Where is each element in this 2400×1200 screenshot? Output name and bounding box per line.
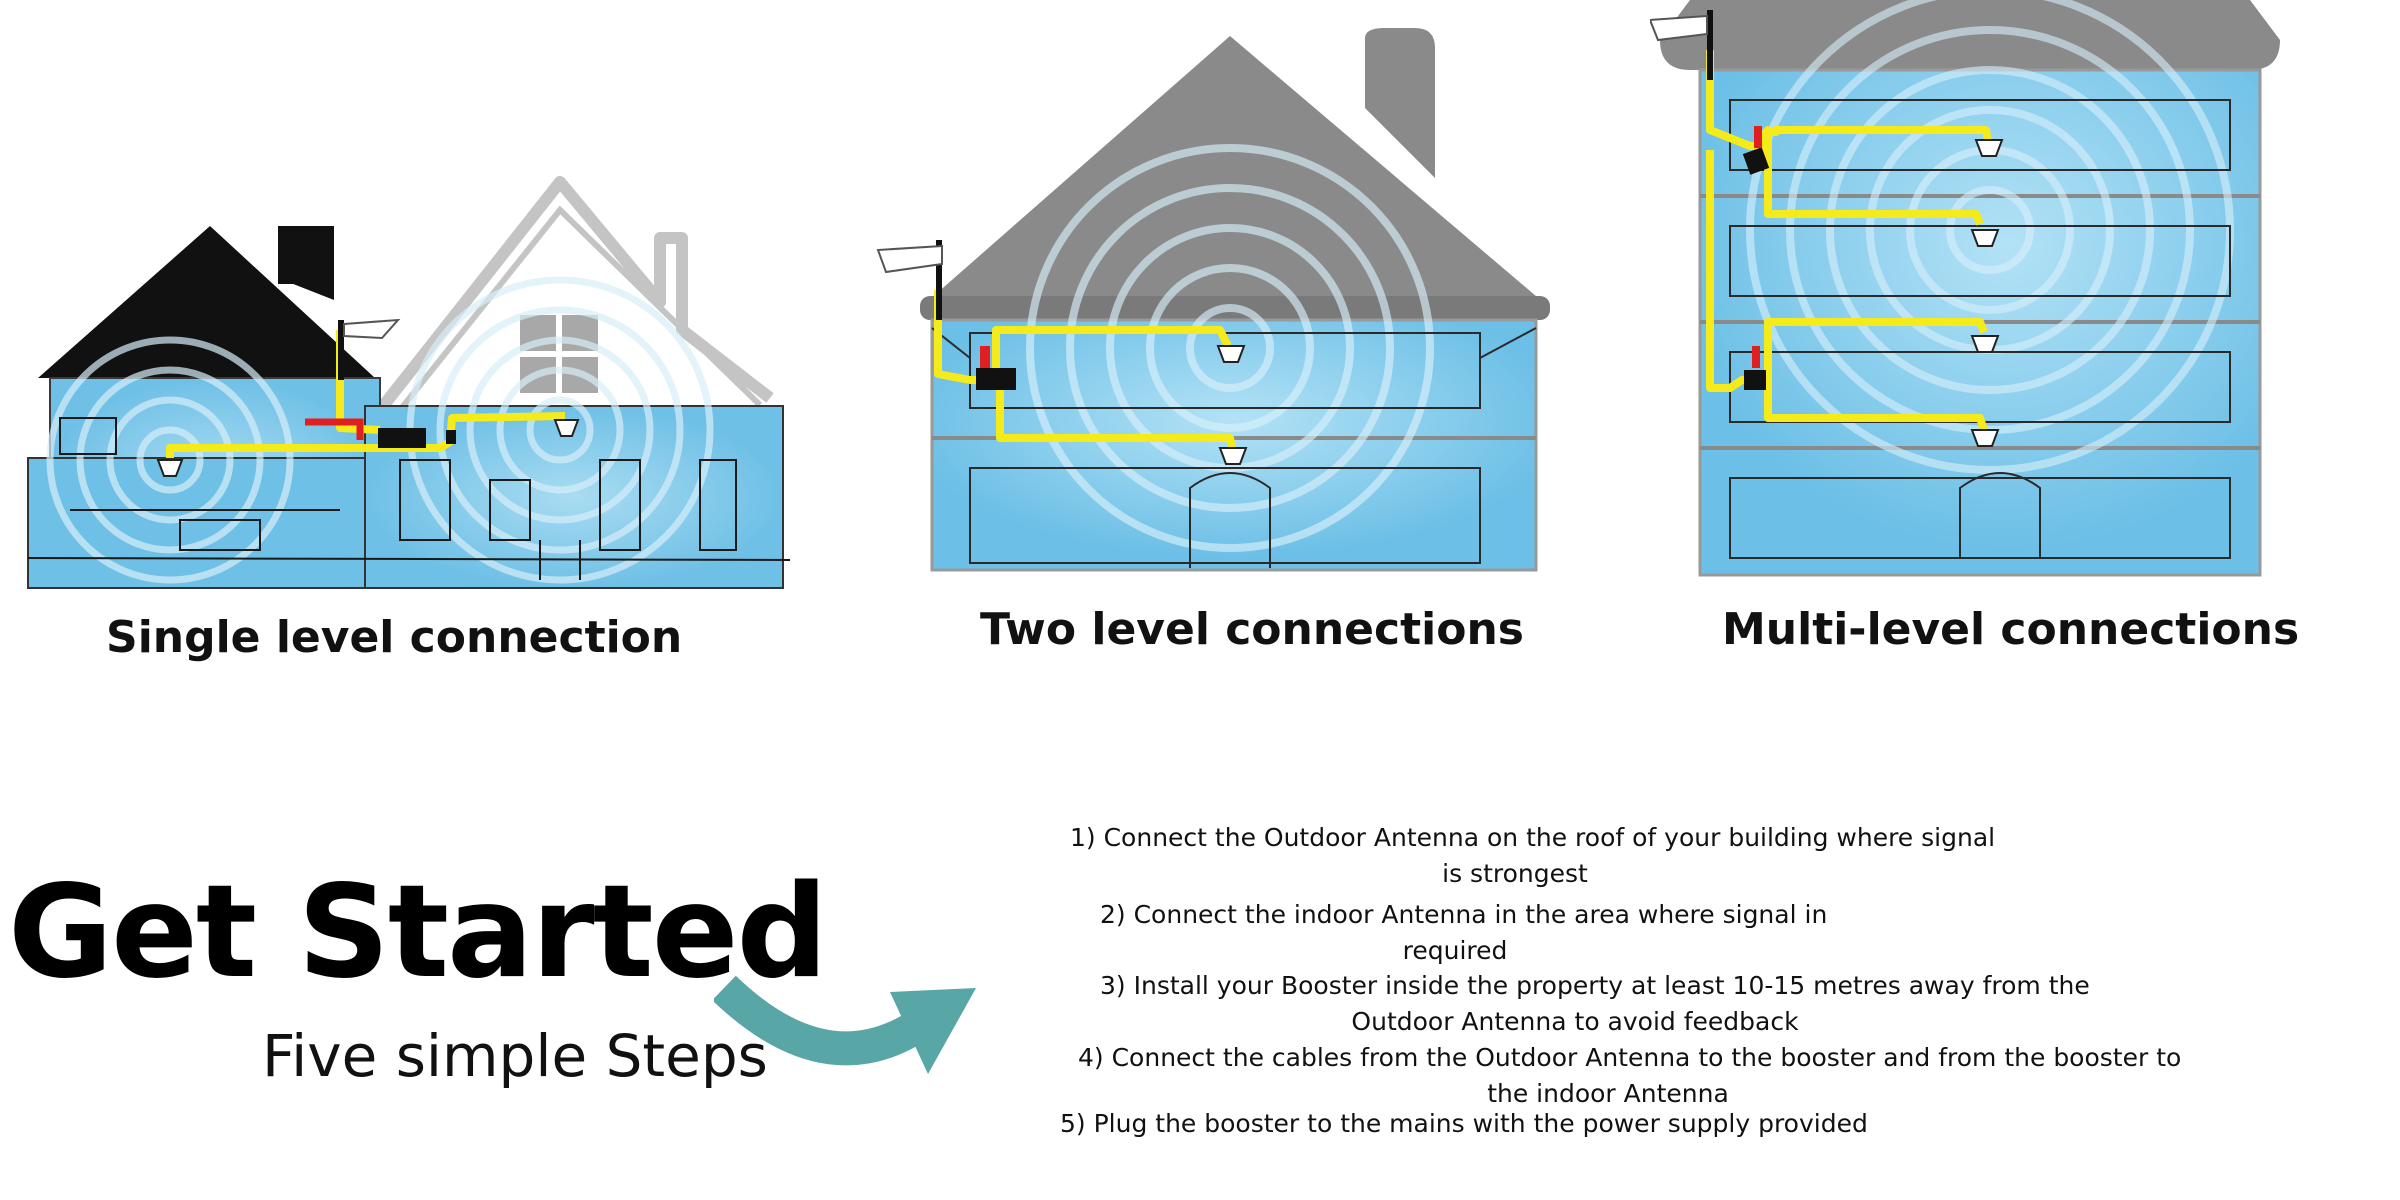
step-4: 4) Connect the cables from the Outdoor A… bbox=[1078, 1040, 2182, 1112]
five-steps-subtitle: Five simple Steps bbox=[262, 1022, 768, 1090]
two-level-illustration bbox=[870, 28, 1570, 588]
curved-arrow-right-icon bbox=[712, 974, 984, 1089]
multi-level-caption: Multi-level connections bbox=[1722, 604, 2300, 655]
step-2-line1: 2) Connect the indoor Antenna in the are… bbox=[1100, 900, 1828, 929]
step-2-line2: required bbox=[1402, 936, 1508, 965]
get-started-title: Get Started bbox=[8, 858, 828, 1007]
step-5: 5) Plug the booster to the mains with th… bbox=[1060, 1106, 1868, 1142]
step-4-line2: the indoor Antenna bbox=[1487, 1079, 1729, 1108]
step-1-line2: is strongest bbox=[1442, 859, 1588, 888]
step-1-line1: 1) Connect the Outdoor Antenna on the ro… bbox=[1070, 823, 1996, 852]
step-3-line1: 3) Install your Booster inside the prope… bbox=[1100, 971, 2090, 1000]
two-level-caption: Two level connections bbox=[980, 604, 1524, 655]
step-2: 2) Connect the indoor Antenna in the are… bbox=[1100, 897, 1828, 969]
single-level-illustration bbox=[20, 160, 800, 600]
multi-level-illustration bbox=[1650, 0, 2300, 590]
step-1: 1) Connect the Outdoor Antenna on the ro… bbox=[1070, 820, 1996, 892]
step-3: 3) Install your Booster inside the prope… bbox=[1100, 968, 2090, 1040]
step-5-line1: 5) Plug the booster to the mains with th… bbox=[1060, 1109, 1868, 1138]
single-level-caption: Single level connection bbox=[106, 612, 683, 663]
step-4-line1: 4) Connect the cables from the Outdoor A… bbox=[1078, 1043, 2182, 1072]
step-3-line2: Outdoor Antenna to avoid feedback bbox=[1351, 1007, 1799, 1036]
